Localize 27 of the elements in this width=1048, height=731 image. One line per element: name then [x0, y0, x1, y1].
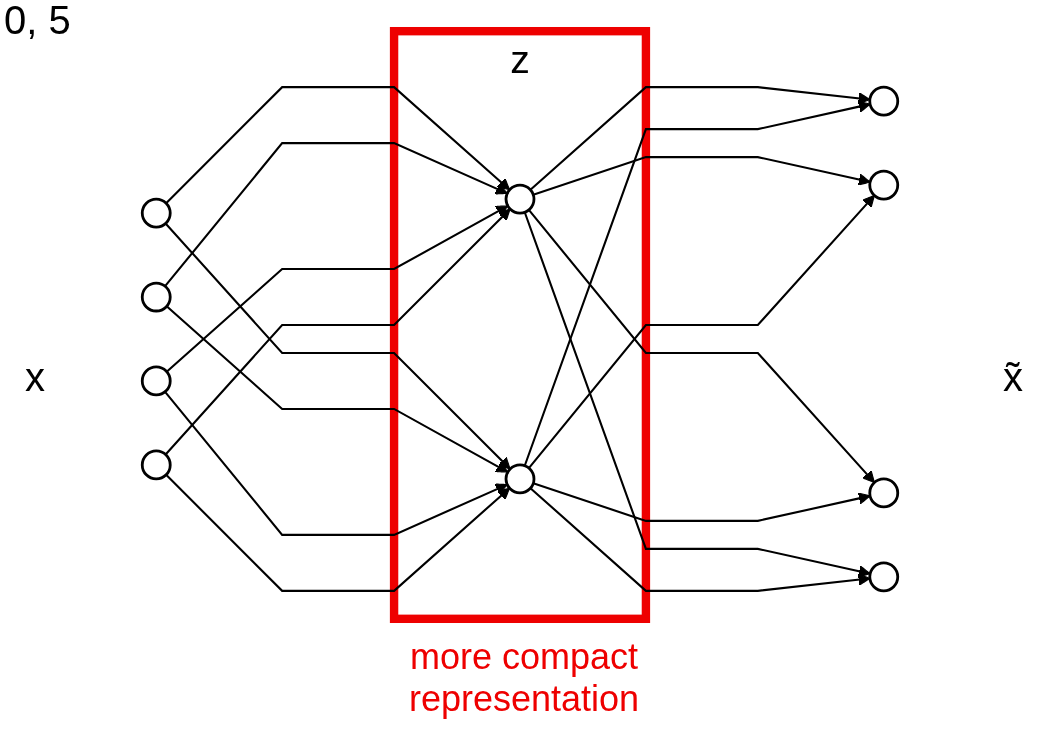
vector-label: x̃: [1003, 355, 1023, 399]
arrow: [164, 391, 508, 536]
arrow: [165, 86, 511, 204]
cluster: z: [389, 27, 651, 623]
arrow: [532, 482, 871, 522]
node-circle: [140, 449, 172, 481]
arrow: [166, 305, 509, 473]
arrow: [529, 487, 871, 592]
arrow: [523, 211, 871, 578]
node-circle: [140, 365, 172, 397]
node-circle: [868, 169, 900, 201]
vector-label: x: [25, 355, 45, 399]
node-circle: [140, 281, 172, 313]
note-text: 0, 5: [4, 0, 71, 42]
arrow: [165, 474, 511, 592]
arrow: [532, 156, 871, 196]
arrow: [164, 142, 508, 287]
node-circle: [140, 197, 172, 229]
arrow: [166, 205, 509, 373]
node-circle: [504, 183, 536, 215]
node-circle: [868, 477, 900, 509]
arrow: [523, 100, 871, 467]
node-circle: [868, 561, 900, 593]
node-circle: [868, 85, 900, 117]
arrow: [529, 86, 871, 191]
box-caption: more compact representation: [407, 636, 641, 720]
node-circle: [504, 463, 536, 495]
